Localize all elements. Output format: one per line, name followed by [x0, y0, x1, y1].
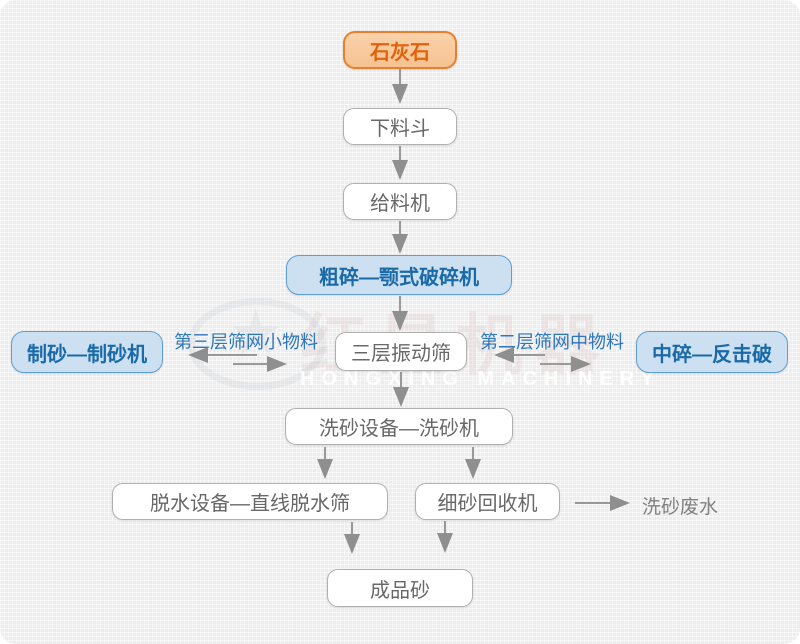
- label-second-layer-medium: 第二层筛网中物料: [480, 332, 624, 352]
- label-third-layer-fines: 第三层筛网小物料: [174, 332, 318, 352]
- node-sand-maker: 制砂—制砂机: [11, 331, 163, 373]
- node-vibrating-screen: 三层振动筛: [335, 332, 467, 371]
- node-limestone: 石灰石: [343, 31, 457, 69]
- node-finished-sand: 成品砂: [327, 569, 473, 607]
- node-fine-sand-recycler: 细砂回收机: [415, 483, 560, 520]
- node-jaw-crusher: 粗碎—颚式破碎机: [286, 255, 512, 295]
- watermark-company-name-en: HONGXING MACHINERY: [300, 368, 661, 390]
- node-dewatering-screen: 脱水设备—直线脱水筛: [112, 483, 388, 520]
- node-impact-crusher: 中碎—反击破: [636, 331, 788, 373]
- node-sand-washer: 洗砂设备—洗砂机: [285, 408, 513, 445]
- node-hopper: 下料斗: [343, 108, 457, 145]
- node-feeder: 给料机: [343, 183, 457, 220]
- text-waste-water: 洗砂废水: [642, 497, 719, 518]
